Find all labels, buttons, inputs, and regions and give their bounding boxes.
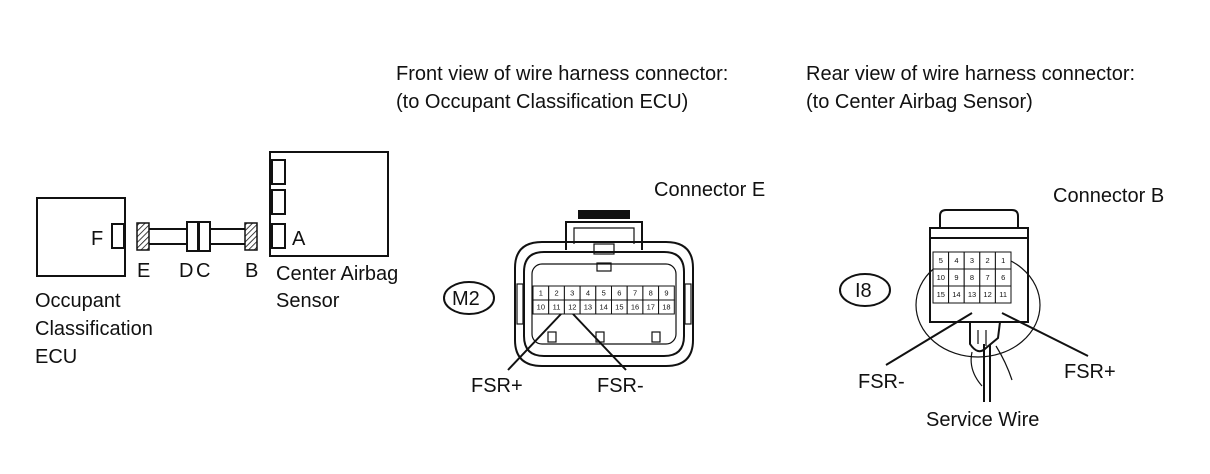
center-airbag-sensor-block: A (269, 151, 389, 257)
occupant-classification-ecu-block: F (36, 197, 126, 277)
connector-e-code: M2 (452, 288, 480, 310)
connector-b-badge: I8 (839, 273, 891, 307)
connector-e-pin-number: 7 (633, 289, 637, 298)
connector-b-pin-number: 14 (952, 290, 960, 299)
connector-b-pin-number: 11 (999, 290, 1007, 299)
service-wire-label: Service Wire (926, 409, 1039, 431)
ecu-name-line1: Occupant (35, 290, 121, 312)
connector-b-pin-number: 4 (954, 256, 958, 265)
connector-e-letter: E (137, 260, 150, 282)
connector-b-pin-number: 13 (968, 290, 976, 299)
connector-e-pin-number: 12 (568, 303, 576, 312)
connector-b-code: I8 (855, 280, 872, 302)
connector-b-pin-number: 1 (1001, 256, 1005, 265)
connector-e-pin-number: 3 (570, 289, 574, 298)
connector-b-fsr-minus-label: FSR- (858, 371, 905, 393)
connector-e-pin-number: 13 (584, 303, 592, 312)
rear-view-heading-line1: Rear view of wire harness connector: (806, 63, 1135, 85)
ecu-terminal-f: F (91, 228, 103, 250)
service-wire-shape (969, 321, 1013, 402)
connector-e-fsr-minus-label: FSR- (597, 375, 644, 397)
connector-c-letter: C (196, 260, 210, 282)
connector-b-pin-grid: 5 4 3 2 1 10 9 8 7 6 15 14 13 12 11 (932, 251, 1012, 304)
rear-view-heading-line2: (to Center Airbag Sensor) (806, 91, 1033, 113)
connector-e-pin-number: 16 (631, 303, 639, 312)
connector-e-housing (514, 210, 694, 367)
connector-b-pin-number: 3 (970, 256, 974, 265)
connector-e-pin-number: 5 (602, 289, 606, 298)
connector-e-pin-number: 6 (617, 289, 621, 298)
connector-b-pin-number: 15 (937, 290, 945, 299)
sensor-name-line2: Sensor (276, 290, 340, 312)
connector-b-pin-cell (994, 285, 1012, 304)
connector-e-badge: M2 (443, 281, 495, 315)
connector-b-pin-number: 8 (970, 273, 974, 282)
connector-e-pin-number: 17 (647, 303, 655, 312)
connector-e-title: Connector E (654, 179, 765, 201)
connector-e-pin-number: 15 (615, 303, 623, 312)
connector-b-pin-number: 2 (986, 256, 990, 265)
connector-e-pin-number: 18 (662, 303, 670, 312)
connector-c-plug (198, 221, 211, 252)
connector-b-pin-number: 6 (1001, 273, 1005, 282)
connector-d-letter: D (179, 260, 193, 282)
connector-e-pin-number: 1 (539, 289, 543, 298)
connector-e-pin-number: 4 (586, 289, 590, 298)
connector-e-pin-cell (658, 299, 675, 315)
connector-b-plug (244, 222, 258, 251)
sensor-name-line1: Center Airbag (276, 263, 398, 285)
connector-b-leads (885, 312, 1089, 366)
connector-d-plug (186, 221, 199, 252)
sensor-terminal-a: A (292, 228, 306, 250)
connector-e-leads (507, 313, 627, 371)
front-view-heading-line1: Front view of wire harness connector: (396, 63, 728, 85)
harness-line (136, 221, 258, 252)
connector-e-pin-number: 14 (599, 303, 607, 312)
connector-b-letter: B (245, 260, 258, 282)
connector-e-plug (136, 222, 150, 251)
connector-e-pin-number: 9 (664, 289, 668, 298)
connector-b-pin-number: 5 (939, 256, 943, 265)
connector-e-fsr-plus-label: FSR+ (471, 375, 523, 397)
connector-b-pin-number: 12 (983, 290, 991, 299)
connector-e-pin-number: 11 (553, 303, 561, 312)
connector-b-pin-number: 7 (986, 273, 990, 282)
connector-e-pin-number: 2 (554, 289, 558, 298)
front-view-heading-line2: (to Occupant Classification ECU) (396, 91, 688, 113)
connector-b-pin-number: 10 (937, 273, 945, 282)
ecu-name-line2: Classification (35, 318, 153, 340)
connector-b-title: Connector B (1053, 185, 1164, 207)
connector-b-pin-number: 9 (954, 273, 958, 282)
connector-b-fsr-plus-label: FSR+ (1064, 361, 1116, 383)
ecu-name-line3: ECU (35, 346, 77, 368)
connector-e-pin-number: 8 (649, 289, 653, 298)
connector-e-pin-number: 10 (537, 303, 545, 312)
